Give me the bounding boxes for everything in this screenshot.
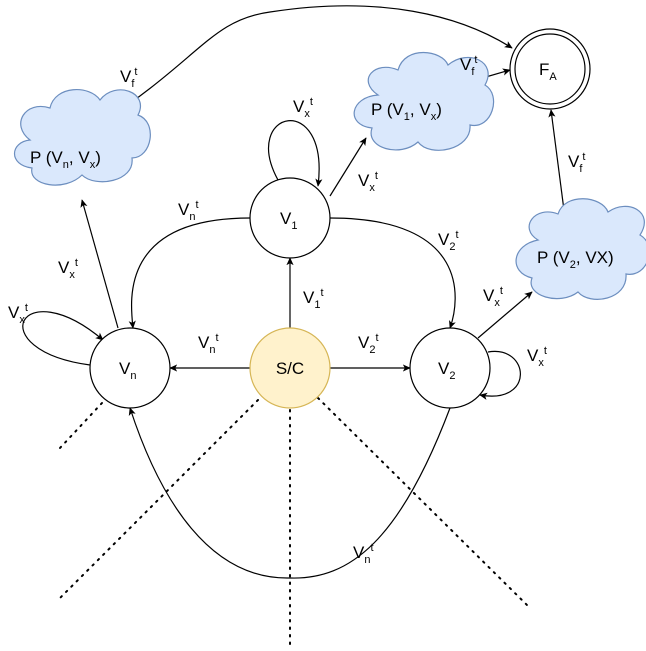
edge-v1-vn: [128, 217, 251, 329]
label-sc-v2: V2t: [358, 332, 379, 356]
label-v1-vn: Vnt: [178, 199, 199, 223]
cloud-pn: P (Vn, Vx): [14, 88, 151, 186]
label-vn-pn: Vxt: [58, 257, 78, 281]
edge-p2-fa: [548, 109, 566, 219]
dotted-line-bottom-right: [317, 397, 531, 609]
cloud-pn-shape: [14, 88, 151, 186]
node-sc-label: S/C: [276, 359, 304, 378]
cloud-p2: P (V2, VX): [515, 198, 646, 300]
label-v2-self-loop: Vxt: [527, 345, 547, 369]
edge-v1-p1: [329, 137, 367, 197]
dotted-lines: [59, 397, 531, 647]
dotted-line-bottom-left: [59, 399, 259, 599]
edge-labels: Vft Vft Vft Vxt Vxt Vnt V2t Vxt Vxt V1t …: [8, 54, 585, 566]
node-vn-circle: [89, 327, 171, 409]
label-v1-self-loop: Vxt: [293, 96, 313, 120]
node-v1-label: V1: [280, 209, 297, 232]
cloud-p1-shape: [353, 52, 495, 151]
edge-pn-fa: [94, 5, 513, 128]
node-vn-label: Vn: [119, 359, 136, 382]
node-sc-circle: [249, 327, 331, 409]
node-v2-label: V2: [438, 359, 455, 382]
node-vn: Vn: [89, 327, 171, 409]
cloud-pn-label: P (Vn, Vx): [30, 148, 101, 171]
label-p1-fa: Vft: [460, 54, 477, 78]
edge-v2-p2: [477, 291, 533, 339]
label-sc-vn: Vnt: [198, 332, 219, 356]
cloud-p2-shape: [515, 198, 646, 300]
edge-vn-self-loop: [22, 311, 104, 366]
label-v2-p2: Vxt: [483, 285, 503, 309]
node-fa: FA: [509, 28, 591, 110]
label-v1-v2: V2t: [438, 229, 459, 253]
edge-v1-self-loop: [267, 120, 323, 187]
node-fa-inner-circle: [514, 33, 586, 105]
node-sc: S/C: [249, 327, 331, 409]
node-v1: V1: [249, 177, 331, 259]
edges: [22, 5, 566, 579]
node-v1-circle: [249, 177, 331, 259]
cloud-p2-label: P (V2, VX): [537, 248, 614, 271]
cloud-p1: P (V1, Vx): [353, 52, 495, 151]
label-v1-p1: Vxt: [358, 170, 378, 194]
edge-vn-pn: [80, 199, 119, 329]
cloud-p1-label: P (V1, Vx): [371, 100, 442, 123]
node-fa-label: FA: [539, 60, 557, 83]
edge-v2-self-loop: [479, 350, 521, 400]
node-v2: V2: [409, 327, 491, 409]
node-fa-outer-circle: [509, 28, 591, 110]
edge-v1-v2: [329, 217, 456, 329]
node-v2-circle: [409, 327, 491, 409]
dotted-line-left: [59, 402, 103, 449]
label-v2-vn: Vnt: [353, 542, 374, 566]
edge-v2-vn: [128, 407, 451, 579]
label-vn-self-loop: Vxt: [8, 302, 28, 326]
label-p2-fa: Vft: [568, 151, 585, 175]
label-sc-v1: V1t: [303, 287, 324, 311]
label-pn-fa: Vft: [120, 66, 137, 90]
